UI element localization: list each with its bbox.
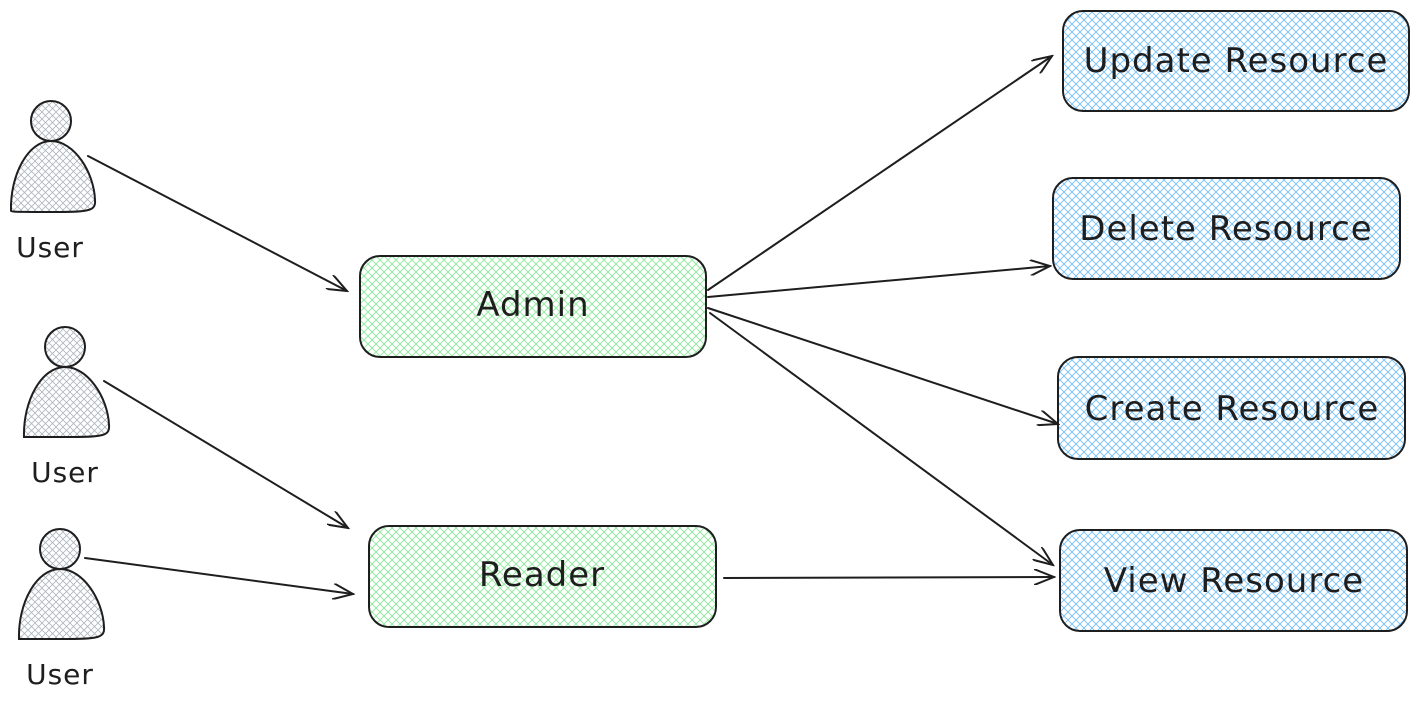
actor-user-3: User — [17, 528, 106, 691]
resource-label: Update Resource — [1084, 41, 1389, 81]
role-box — [368, 525, 717, 628]
resource-box — [1052, 177, 1401, 280]
actor-label: User — [26, 658, 94, 691]
actor-body — [17, 567, 106, 640]
actor-body — [9, 139, 97, 214]
arrow-user2-reader — [103, 380, 348, 528]
role-admin[interactable]: Admin — [359, 255, 707, 358]
resource-update[interactable]: Update Resource — [1062, 10, 1410, 112]
role-label: Reader — [479, 555, 605, 595]
resource-delete[interactable]: Delete Resource — [1052, 177, 1401, 280]
arrow-admin-view — [709, 312, 1053, 565]
resource-view[interactable]: View Resource — [1059, 529, 1408, 632]
connectors — [84, 56, 1058, 594]
actor-head — [44, 326, 86, 368]
resource-box — [1062, 10, 1410, 112]
actor-head — [30, 100, 72, 142]
actor-user-2: User — [22, 326, 111, 489]
role-label: Admin — [476, 285, 589, 325]
resource-label: View Resource — [1104, 561, 1364, 601]
arrow-admin-update — [707, 56, 1052, 291]
actor-label: User — [31, 456, 99, 489]
resource-label: Delete Resource — [1079, 209, 1372, 249]
arrow-admin-delete — [707, 266, 1050, 298]
arrow-user1-admin — [87, 155, 347, 291]
arrow-reader-view — [723, 577, 1054, 578]
actor-user-1: User — [9, 100, 97, 264]
role-reader[interactable]: Reader — [368, 525, 717, 628]
resource-box — [1057, 356, 1406, 460]
role-box — [359, 255, 707, 358]
actor-body — [22, 365, 111, 438]
arrow-user3-reader — [84, 557, 353, 594]
resource-box — [1059, 529, 1408, 632]
arrow-admin-create — [707, 307, 1058, 424]
actor-head — [39, 528, 81, 570]
actor-label: User — [16, 231, 84, 264]
resource-label: Create Resource — [1085, 389, 1380, 429]
resource-create[interactable]: Create Resource — [1057, 356, 1406, 460]
